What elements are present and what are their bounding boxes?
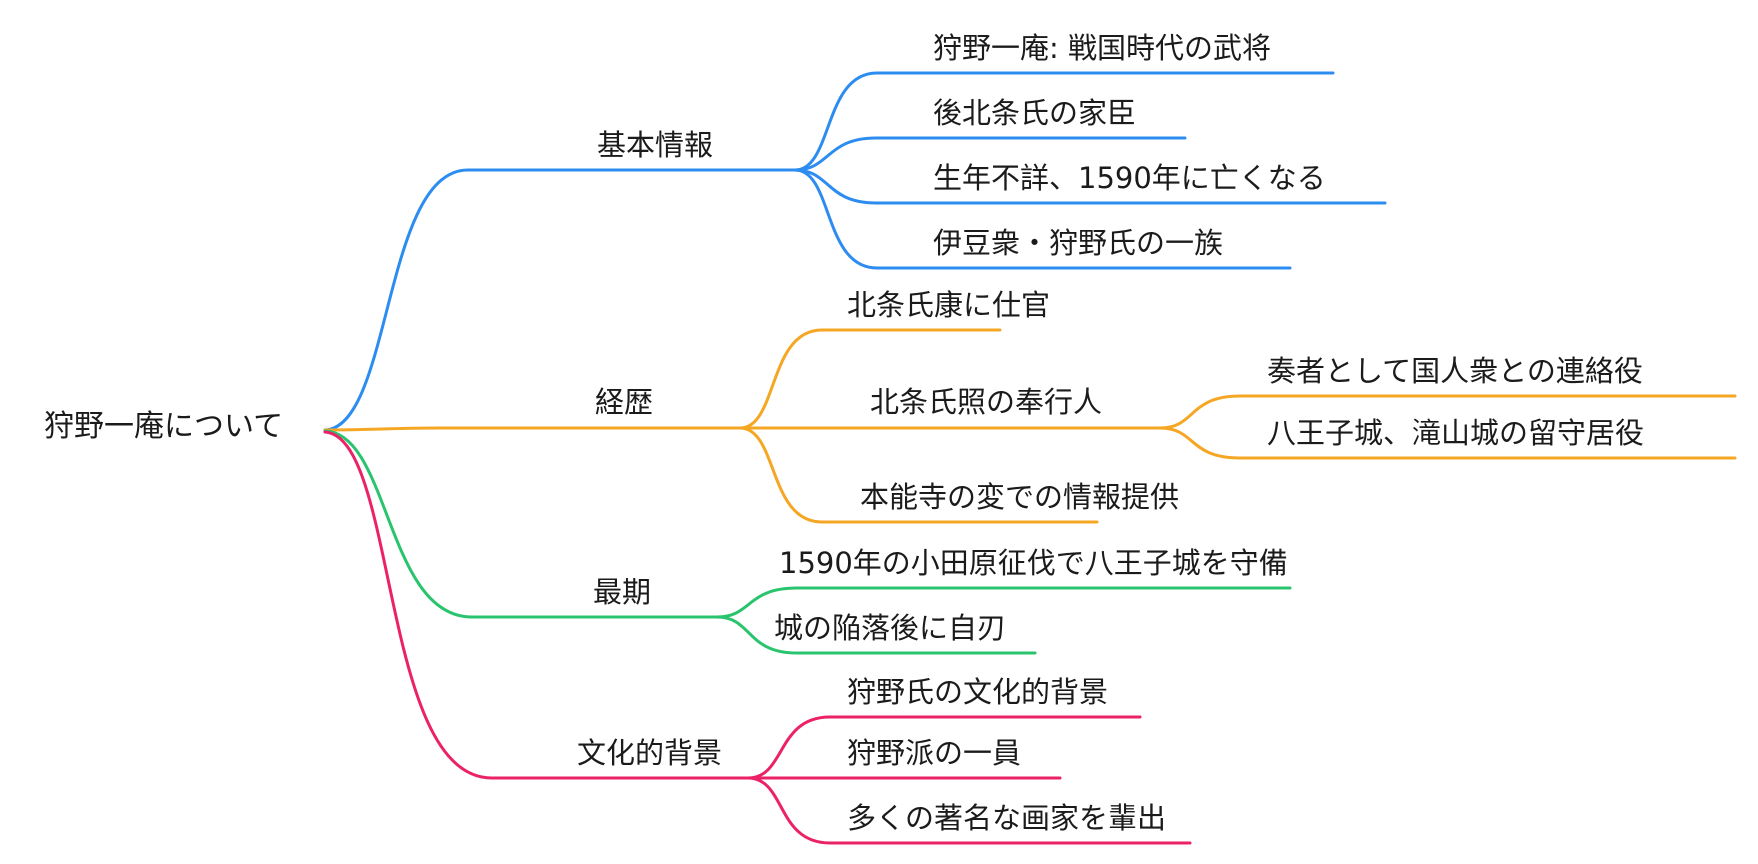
link-career-child-0 [738,328,1002,430]
root-node-label[interactable]: 狩野一庵について [44,409,284,444]
culture-child-2-label[interactable]: 多くの著名な画家を輩出 [847,801,1167,835]
branch-final-days-label[interactable]: 最期 [593,575,652,609]
branch-culture-label[interactable]: 文化的背景 [577,736,723,770]
branch-basic-info-links [323,71,1387,432]
basic-info-child-2-label[interactable]: 生年不詳、1590年に亡くなる [933,161,1326,195]
link-root-career [323,426,742,432]
link-culture-child-2 [746,776,1192,845]
branch-career-label[interactable]: 経歴 [595,385,654,419]
final-days-child-1-label[interactable]: 城の陥落後に自刃 [774,611,1007,645]
career-child-1-label[interactable]: 北条氏照の奉行人 [870,385,1103,419]
link-root-culture [323,430,750,780]
culture-child-0-label[interactable]: 狩野氏の文化的背景 [847,675,1109,709]
link-final-days-child-0 [715,586,1292,619]
career-child-0-label[interactable]: 北条氏康に仕官 [847,288,1051,322]
career-child-2-label[interactable]: 本能寺の変での情報提供 [860,480,1180,514]
branch-career-links [323,328,1737,524]
basic-info-child-0-label[interactable]: 狩野一庵: 戦国時代の武将 [933,31,1271,65]
link-career-child-2 [738,426,1099,524]
link-root-basic-info [323,168,797,432]
link-career-grandchild-0 [1158,394,1737,430]
branch-culture-links [323,430,1192,845]
culture-child-1-label[interactable]: 狩野派の一員 [847,736,1022,770]
link-basic-info-child-2 [793,168,1387,205]
link-basic-info-child-3 [793,168,1292,270]
career-grandchild-1-label[interactable]: 八王子城、滝山城の留守居役 [1267,416,1645,450]
career-grandchild-0-label[interactable]: 奏者として国人衆との連絡役 [1267,354,1643,388]
link-culture-child-0 [746,715,1142,780]
link-basic-info-child-1 [793,136,1187,172]
basic-info-child-1-label[interactable]: 後北条氏の家臣 [933,96,1137,130]
link-career-grandchild-1 [1158,426,1737,460]
basic-info-child-3-label[interactable]: 伊豆衆・狩野氏の一族 [933,226,1224,260]
link-basic-info-child-0 [793,71,1335,172]
branch-final-days-links [323,429,1292,655]
final-days-child-0-label[interactable]: 1590年の小田原征伐で八王子城を守備 [779,546,1288,580]
branch-basic-info-label[interactable]: 基本情報 [597,128,714,162]
link-root-final-days [323,429,719,619]
link-final-days-child-1 [715,615,1037,655]
